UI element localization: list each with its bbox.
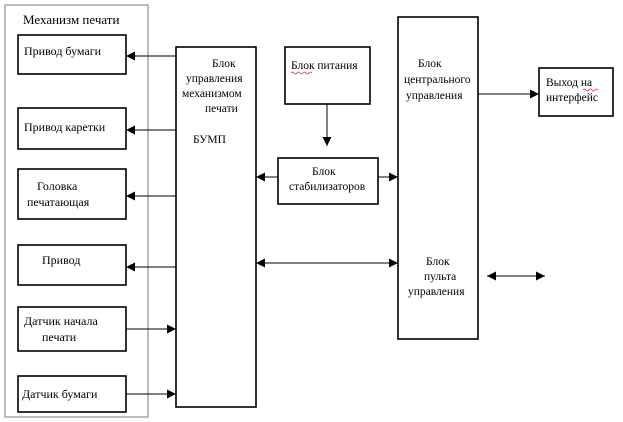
bump-label-line2: управления xyxy=(186,73,243,85)
power-box: Блок питания xyxy=(284,46,371,105)
cpu-label-line3: управления xyxy=(406,90,463,102)
mechanism-title: Механизм печати xyxy=(23,12,119,27)
carriage-drive-label: Привод каретки xyxy=(24,120,106,134)
spellcheck-underline xyxy=(290,71,313,75)
print-head-label-line1: Головка xyxy=(37,179,78,193)
mechanism-frame xyxy=(4,4,149,418)
bump-abbr: БУМП xyxy=(193,134,226,146)
interface-label-line1: Выход на xyxy=(546,77,592,89)
print-start-sensor-label-line2: печати xyxy=(42,330,77,344)
bump-box: Блок управления механизмом печати БУМП xyxy=(175,46,257,408)
paper-sensor-box: Датчик бумаги xyxy=(17,375,127,413)
paper-sensor-label: Датчик бумаги xyxy=(22,387,98,401)
print-start-sensor-box: Датчик начала печати xyxy=(17,306,127,352)
spellcheck-underline-interface xyxy=(582,88,599,92)
cpu-box: Блок центрального управления Блок пульта… xyxy=(397,16,479,340)
console-label-line1: Блок xyxy=(426,256,450,268)
cpu-label-line2: центрального xyxy=(404,74,471,86)
carriage-drive-box: Привод каретки xyxy=(17,107,127,150)
console-label-line3: управления xyxy=(408,286,465,298)
interface-label-line2: интерфейс xyxy=(546,92,598,104)
stabilizers-box: Блок стабилизаторов xyxy=(277,157,379,205)
stabilizers-label-line1: Блок xyxy=(312,166,336,178)
cpu-label-line1: Блок xyxy=(418,58,442,70)
stabilizers-label-line2: стабилизаторов xyxy=(289,181,366,193)
drive-box: Привод xyxy=(17,244,127,286)
print-head-box: Головка печатающая xyxy=(17,168,127,220)
bump-label-line3: механизмом xyxy=(182,88,242,100)
console-label-line2: пульта xyxy=(424,271,456,283)
interface-box: Выход на интерфейс xyxy=(538,67,614,117)
print-head-label-line2: печатающая xyxy=(27,195,90,209)
print-start-sensor-label-line1: Датчик начала xyxy=(24,314,98,328)
paper-drive-label: Привод бумаги xyxy=(24,44,102,58)
power-label: Блок питания xyxy=(291,60,358,72)
bump-label-line1: Блок xyxy=(212,58,236,70)
bump-label-line4: печати xyxy=(205,103,238,115)
paper-drive-box: Привод бумаги xyxy=(17,34,127,75)
drive-label: Привод xyxy=(42,253,80,267)
